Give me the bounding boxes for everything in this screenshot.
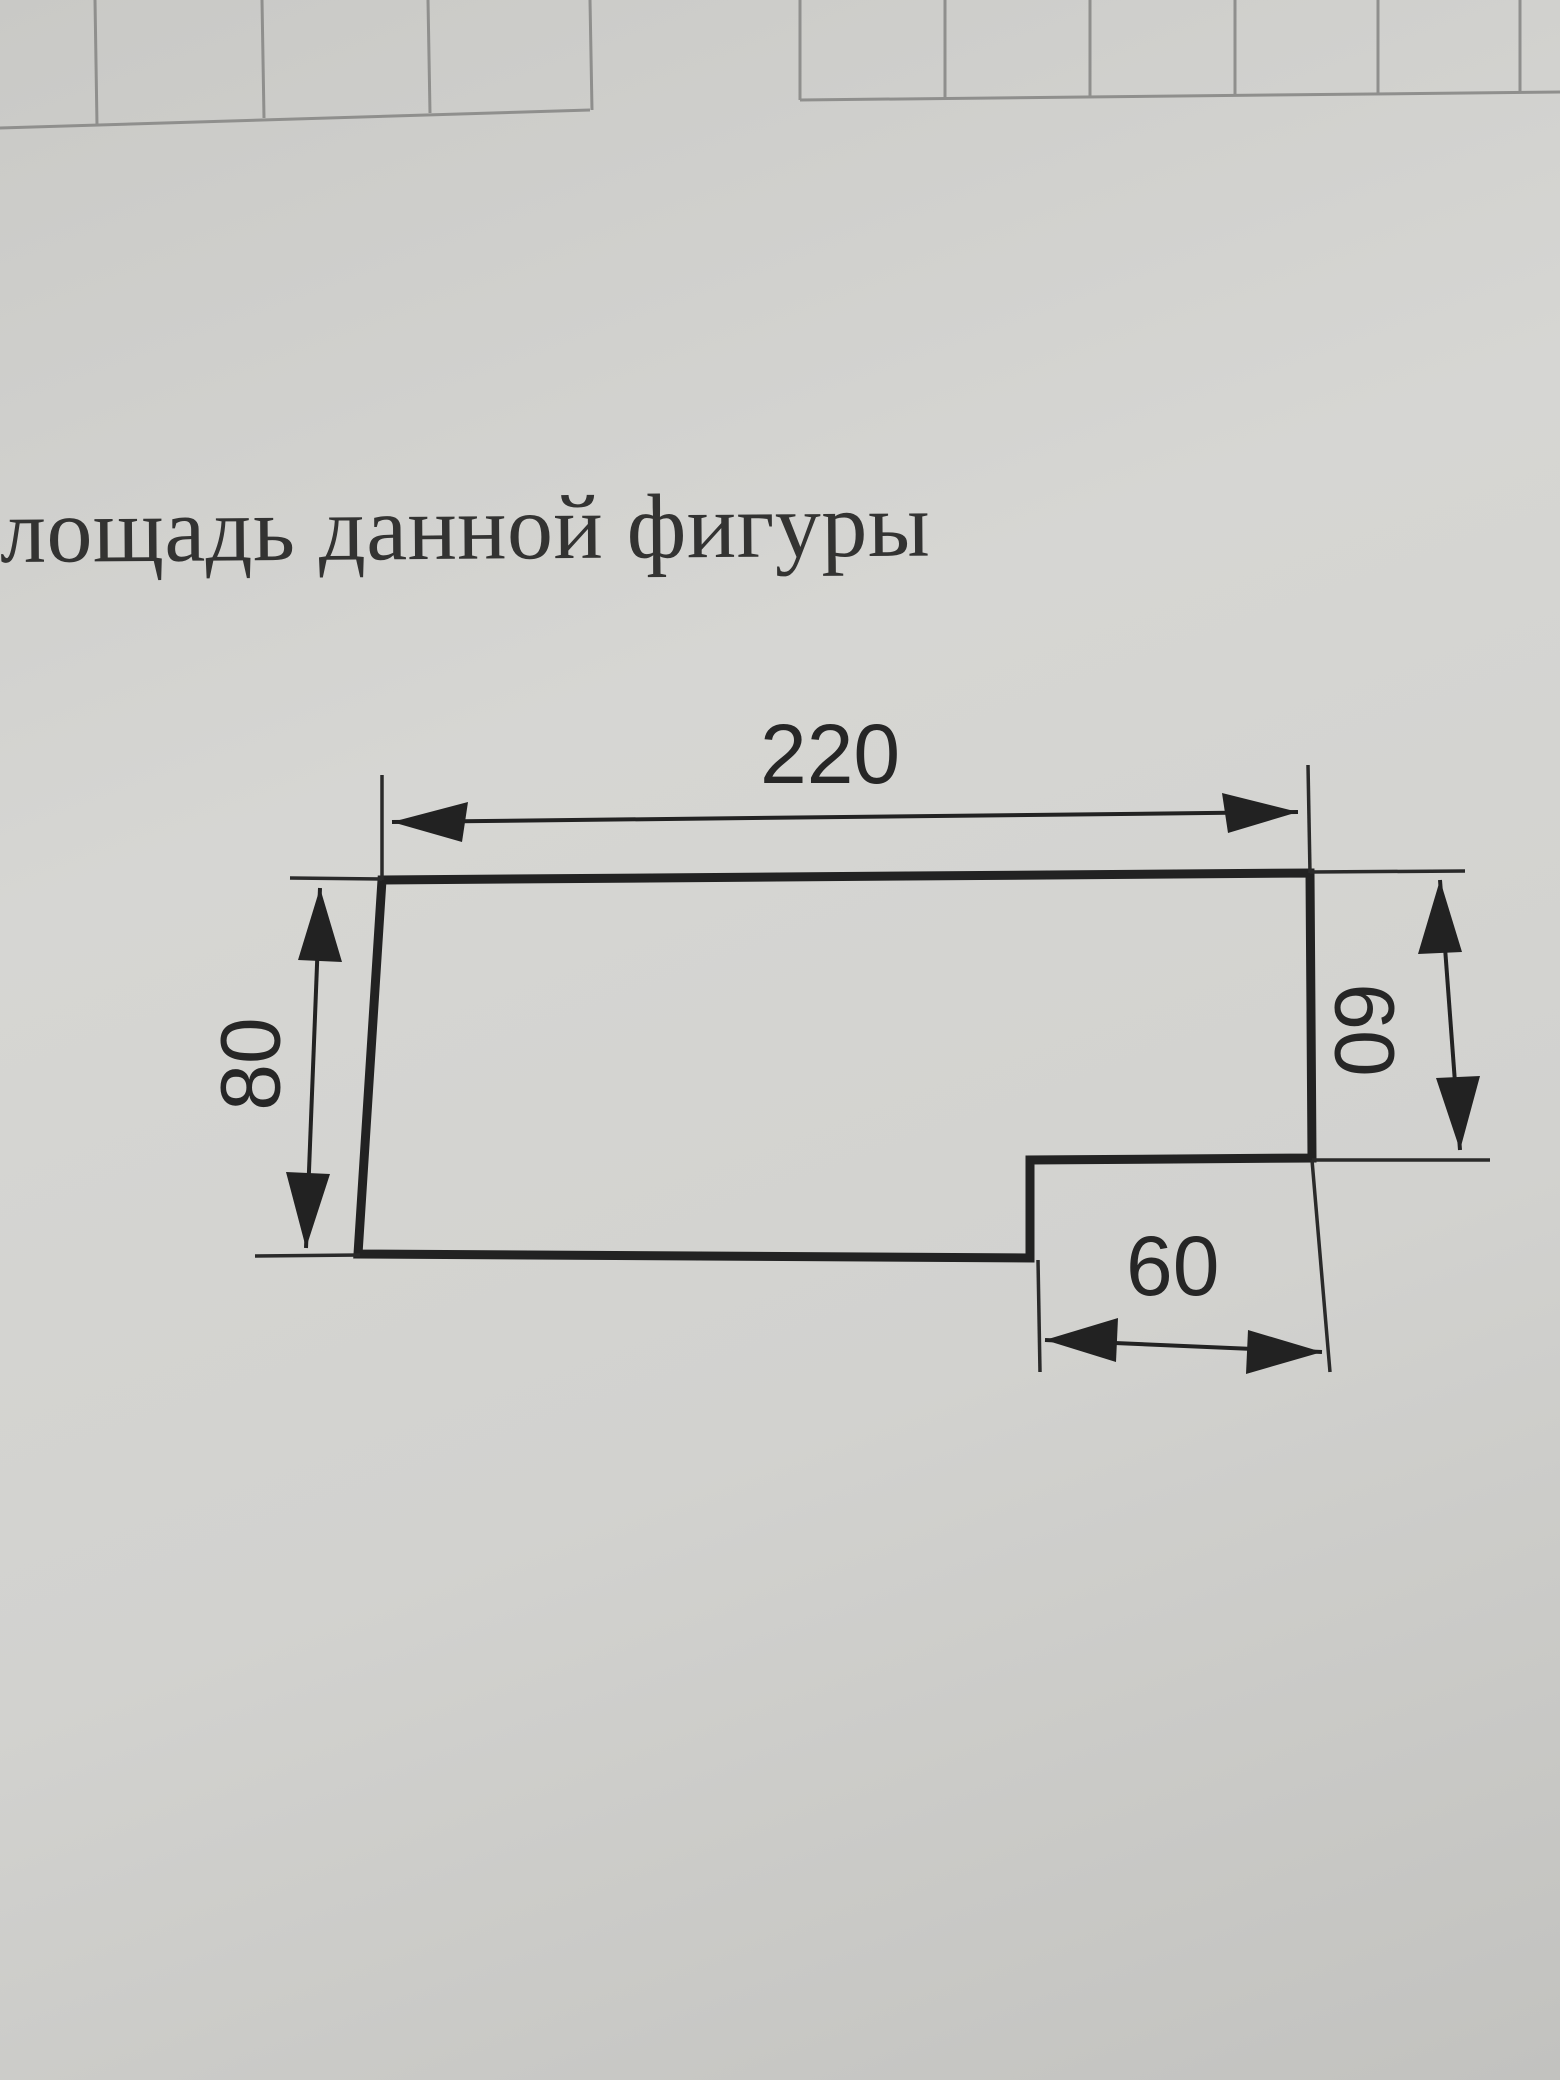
figure-outline: [353, 868, 1317, 1263]
dim-label-notch-width: 60: [1126, 1219, 1220, 1313]
extension-lines: [254, 764, 1490, 1373]
dim-line-top-width: [391, 793, 1299, 842]
answer-grid-right: [798, 0, 1560, 102]
dim-line-right-height: [1418, 879, 1480, 1151]
dim-label-left-height: 80: [203, 1017, 298, 1111]
task-prompt-text: лощадь данной фигуры: [0, 473, 931, 582]
dim-line-notch-width: [1044, 1318, 1323, 1374]
dim-label-top-width: 220: [760, 707, 901, 801]
dim-label-right-height: 60: [1317, 983, 1412, 1077]
dim-line-left-height: [286, 887, 342, 1249]
answer-grid-left: [0, 0, 594, 130]
